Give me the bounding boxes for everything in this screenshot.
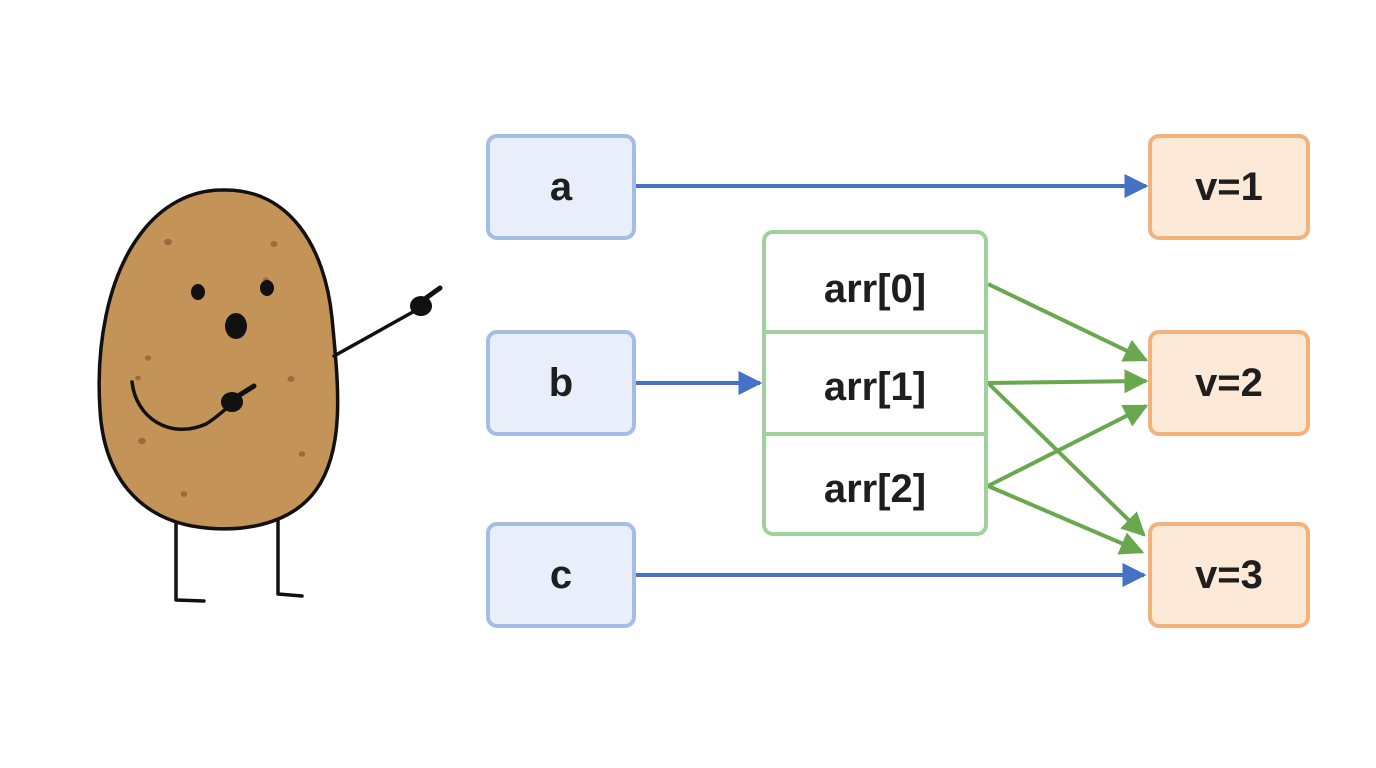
edges (636, 174, 1149, 587)
edge-arr1-to-v2 (987, 369, 1149, 394)
potato-right-hand (410, 296, 432, 316)
potato-body (97, 188, 340, 531)
var-node-a: a (486, 134, 636, 240)
value-node-3: v=3 (1148, 522, 1310, 628)
potato-left-finger (235, 383, 257, 399)
potato-right-leg (276, 518, 304, 598)
potato-right-finger (423, 285, 443, 301)
var-node-b: b (486, 330, 636, 436)
array-cell-1: arr[1] (824, 365, 926, 409)
array-cell-0: arr[0] (824, 267, 926, 311)
edge-arr1-to-v3 (986, 381, 1146, 537)
potato-left-leg (174, 520, 206, 603)
var-label-c: c (550, 553, 572, 597)
value-label-3: v=3 (1195, 553, 1263, 597)
edge-arr0-to-v2 (987, 282, 1149, 362)
potato-right-eye (260, 280, 274, 296)
var-node-c: c (486, 522, 636, 628)
var-label-a: a (550, 165, 573, 209)
potato-left-eye (191, 284, 205, 300)
value-node-1: v=1 (1148, 134, 1310, 240)
potato-left-arm (130, 380, 234, 431)
edge-arr2-to-v2 (987, 404, 1149, 488)
value-node-2: v=2 (1148, 330, 1310, 436)
array-node: arr[0] arr[1] arr[2] (762, 230, 988, 536)
potato-right-arm (332, 306, 422, 358)
edge-arr2-to-v3 (987, 484, 1145, 555)
value-label-1: v=1 (1195, 165, 1263, 209)
value-label-2: v=2 (1195, 361, 1263, 405)
array-cell-2: arr[2] (824, 467, 926, 511)
var-label-b: b (549, 361, 573, 405)
potato-mouth (225, 313, 247, 339)
potato-character (97, 188, 443, 603)
